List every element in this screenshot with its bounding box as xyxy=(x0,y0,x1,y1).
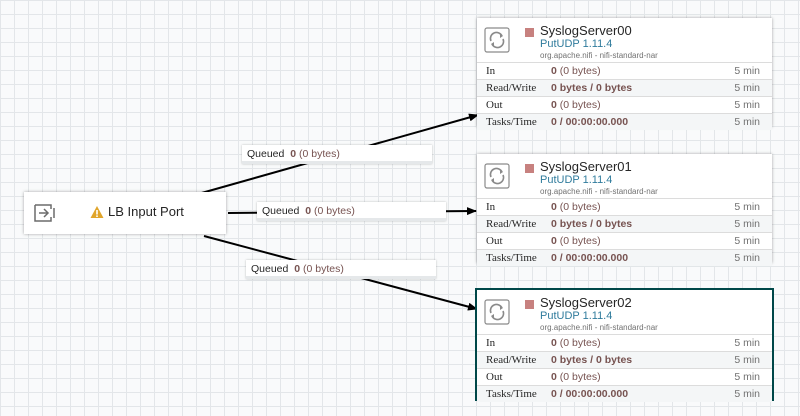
stopped-state-icon xyxy=(525,164,534,173)
stat-window: 5 min xyxy=(734,252,760,264)
queue-label: Queued xyxy=(262,205,300,217)
stat-row-in: In 0 (0 bytes) 5 min xyxy=(477,334,772,351)
stat-row-read-write: Read/Write 0 bytes / 0 bytes 5 min xyxy=(477,79,772,96)
stat-value: 0 (0 bytes) xyxy=(551,99,601,111)
stat-value: 0 / 00:00:00.000 xyxy=(551,116,629,128)
stat-label: Tasks/Time xyxy=(486,116,537,128)
stat-value: 0 (0 bytes) xyxy=(551,201,601,213)
stat-window: 5 min xyxy=(734,65,760,77)
stat-label: Out xyxy=(486,99,503,111)
processor-type: PutUDP 1.11.4 xyxy=(540,310,613,322)
stat-value: 0 bytes / 0 bytes xyxy=(551,354,633,366)
processor-stats: In 0 (0 bytes) 5 min Read/Write 0 bytes … xyxy=(477,62,772,130)
stat-value: 0 (0 bytes) xyxy=(551,65,601,77)
stat-row-out: Out 0 (0 bytes) 5 min xyxy=(477,232,772,249)
stat-value: 0 (0 bytes) xyxy=(551,337,601,349)
warning-icon[interactable] xyxy=(90,205,104,219)
stat-window: 5 min xyxy=(734,371,760,383)
stat-value: 0 (0 bytes) xyxy=(551,371,601,383)
stat-row-out: Out 0 (0 bytes) 5 min xyxy=(477,368,772,385)
stopped-state-icon xyxy=(525,28,534,37)
queue-size: (0 bytes) xyxy=(302,263,344,275)
stat-window: 5 min xyxy=(734,218,760,230)
stat-row-in: In 0 (0 bytes) 5 min xyxy=(477,62,772,79)
stat-window: 5 min xyxy=(734,235,760,247)
processor-name: SyslogServer01 xyxy=(540,159,632,174)
stat-value: 0 / 00:00:00.000 xyxy=(551,388,629,400)
queue-label: Queued xyxy=(247,148,285,160)
stat-label: In xyxy=(486,65,496,77)
processor-stats: In 0 (0 bytes) 5 min Read/Write 0 bytes … xyxy=(477,198,772,266)
processor-name: SyslogServer00 xyxy=(540,23,632,38)
stat-row-read-write: Read/Write 0 bytes / 0 bytes 5 min xyxy=(477,351,772,368)
processor-name: SyslogServer02 xyxy=(540,295,632,310)
processor-icon xyxy=(484,163,510,189)
stat-window: 5 min xyxy=(734,354,760,366)
queue-label: Queued xyxy=(251,263,289,275)
processor-syslogserver00[interactable]: SyslogServer00 PutUDP 1.11.4 org.apache.… xyxy=(477,18,772,130)
stat-row-in: In 0 (0 bytes) 5 min xyxy=(477,198,772,215)
stat-label: Tasks/Time xyxy=(486,252,537,264)
queue-size: (0 bytes) xyxy=(313,205,355,217)
processor-stats: In 0 (0 bytes) 5 min Read/Write 0 bytes … xyxy=(477,334,772,402)
connection-queue-0[interactable]: Queued 0 (0 bytes) xyxy=(242,145,432,164)
processor-bundle: org.apache.nifi - nifi-standard-nar xyxy=(540,323,658,332)
queue-progress-bar xyxy=(246,276,436,279)
stat-label: Out xyxy=(486,235,503,247)
stat-window: 5 min xyxy=(734,201,760,213)
stat-row-read-write: Read/Write 0 bytes / 0 bytes 5 min xyxy=(477,215,772,232)
stat-row-tasks-time: Tasks/Time 0 / 00:00:00.000 5 min xyxy=(477,385,772,402)
stat-label: Read/Write xyxy=(486,354,537,366)
processor-syslogserver02[interactable]: SyslogServer02 PutUDP 1.11.4 org.apache.… xyxy=(475,288,774,402)
processor-icon xyxy=(484,27,510,53)
stat-label: Read/Write xyxy=(486,218,537,230)
processor-bundle: org.apache.nifi - nifi-standard-nar xyxy=(540,51,658,60)
stat-value: 0 / 00:00:00.000 xyxy=(551,252,629,264)
input-port-name: LB Input Port xyxy=(108,204,184,219)
queue-progress-bar xyxy=(257,218,446,221)
stat-label: Out xyxy=(486,371,503,383)
stat-window: 5 min xyxy=(734,388,760,400)
stat-label: Tasks/Time xyxy=(486,388,537,400)
queue-count: 0 xyxy=(294,263,301,275)
processor-syslogserver01[interactable]: SyslogServer01 PutUDP 1.11.4 org.apache.… xyxy=(477,154,772,266)
stat-row-out: Out 0 (0 bytes) 5 min xyxy=(477,96,772,113)
input-port[interactable]: LB Input Port xyxy=(24,192,226,234)
processor-type: PutUDP 1.11.4 xyxy=(540,38,613,50)
stat-window: 5 min xyxy=(734,82,760,94)
stat-row-tasks-time: Tasks/Time 0 / 00:00:00.000 5 min xyxy=(477,249,772,266)
stat-value: 0 (0 bytes) xyxy=(551,235,601,247)
stat-window: 5 min xyxy=(734,337,760,349)
queue-count: 0 xyxy=(305,205,312,217)
stat-row-tasks-time: Tasks/Time 0 / 00:00:00.000 5 min xyxy=(477,113,772,130)
connection-queue-1[interactable]: Queued 0 (0 bytes) xyxy=(257,202,446,221)
stopped-state-icon xyxy=(525,300,534,309)
stat-value: 0 bytes / 0 bytes xyxy=(551,82,633,94)
stat-label: In xyxy=(486,201,496,213)
processor-icon xyxy=(484,299,510,325)
queue-count: 0 xyxy=(290,148,297,160)
stat-window: 5 min xyxy=(734,116,760,128)
stat-label: In xyxy=(486,337,496,349)
queue-progress-bar xyxy=(242,161,432,164)
queue-size: (0 bytes) xyxy=(298,148,340,160)
stat-label: Read/Write xyxy=(486,82,537,94)
processor-bundle: org.apache.nifi - nifi-standard-nar xyxy=(540,187,658,196)
processor-type: PutUDP 1.11.4 xyxy=(540,174,613,186)
stat-value: 0 bytes / 0 bytes xyxy=(551,218,633,230)
stat-window: 5 min xyxy=(734,99,760,111)
input-port-icon xyxy=(34,204,55,222)
connection-queue-2[interactable]: Queued 0 (0 bytes) xyxy=(246,260,436,279)
